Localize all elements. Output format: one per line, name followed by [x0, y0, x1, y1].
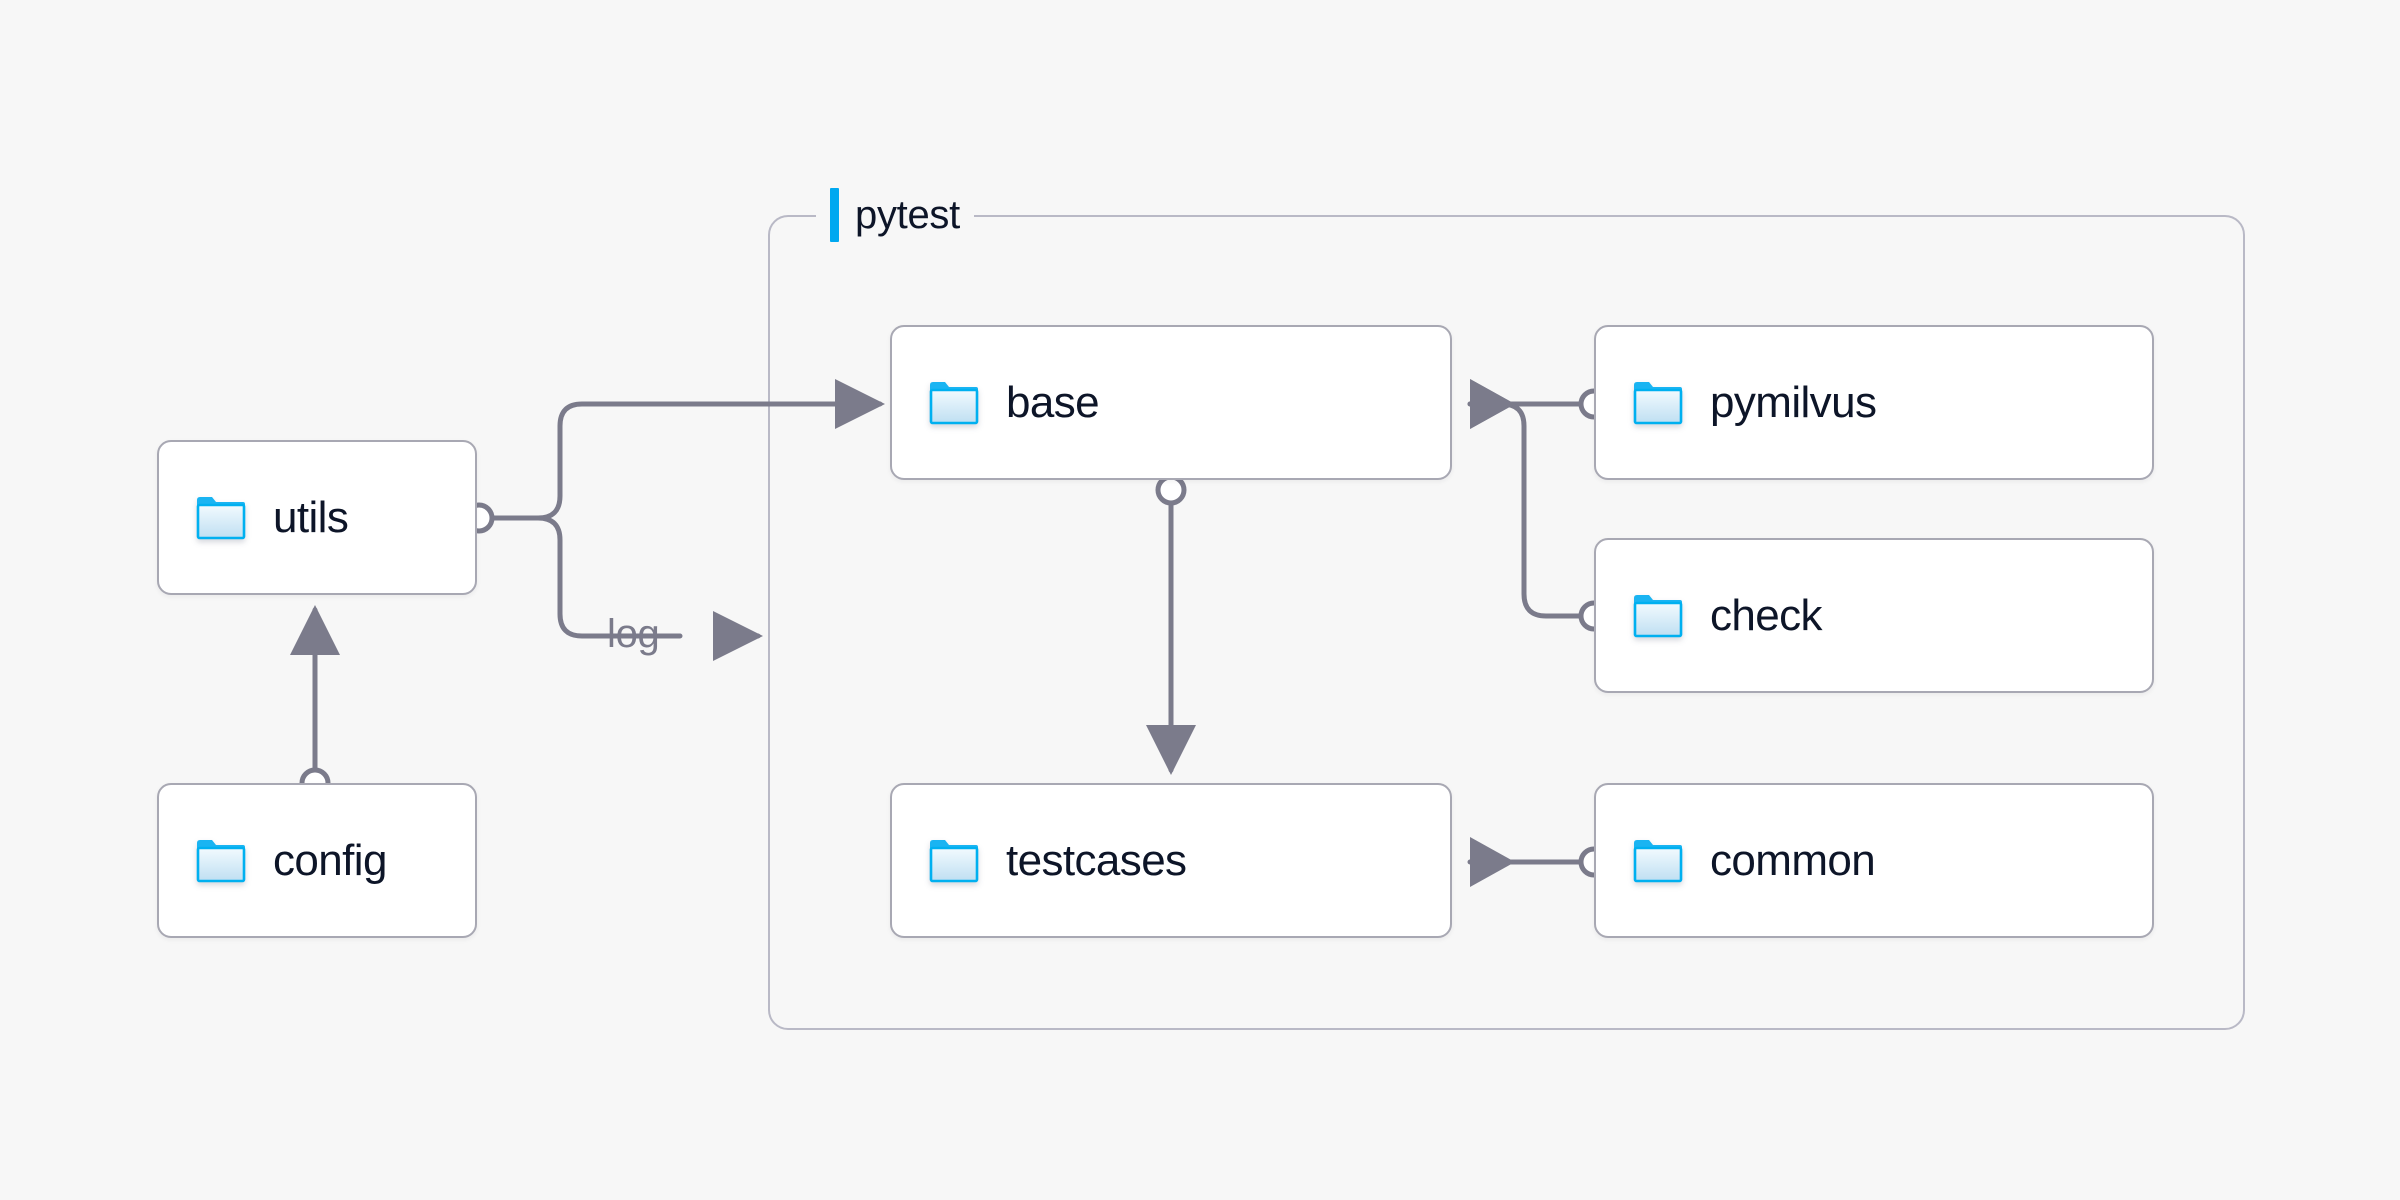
group-label-text: pytest — [855, 193, 960, 237]
node-label: check — [1710, 590, 1823, 640]
node-label: base — [1006, 377, 1100, 427]
node-pymilvus[interactable]: pymilvus — [1594, 325, 2154, 480]
folder-icon — [1633, 839, 1683, 882]
folder-icon — [196, 839, 246, 882]
folder-icon — [929, 381, 979, 424]
group-container-pytest[interactable] — [768, 215, 2245, 1030]
folder-icon — [1633, 381, 1683, 424]
node-base[interactable]: base — [890, 325, 1452, 480]
folder-icon — [1633, 594, 1683, 637]
node-label: utils — [273, 492, 349, 542]
node-label: testcases — [1006, 835, 1187, 885]
node-testcases[interactable]: testcases — [890, 783, 1452, 938]
group-label-pytest: pytest — [816, 186, 974, 244]
node-label: config — [273, 835, 387, 885]
node-config[interactable]: config — [157, 783, 477, 938]
folder-icon — [929, 839, 979, 882]
node-label: pymilvus — [1710, 377, 1877, 427]
node-utils[interactable]: utils — [157, 440, 477, 595]
folder-icon — [196, 496, 246, 539]
node-label: common — [1710, 835, 1876, 885]
node-check[interactable]: check — [1594, 538, 2154, 693]
edge-label-log: log — [607, 612, 660, 656]
node-common[interactable]: common — [1594, 783, 2154, 938]
accent-bar-icon — [830, 188, 839, 242]
